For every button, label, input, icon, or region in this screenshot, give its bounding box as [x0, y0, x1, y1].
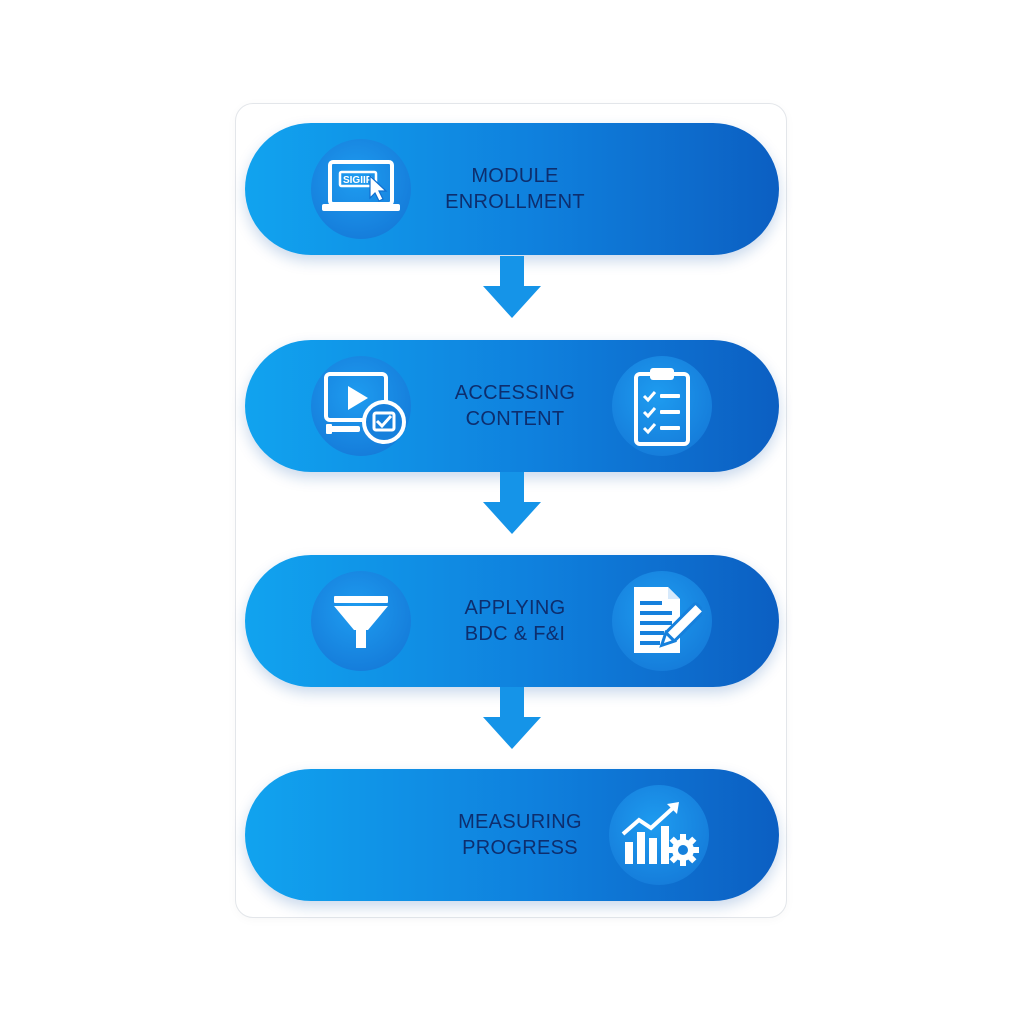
step-label-line2: BDC & F&I	[464, 623, 566, 645]
down-arrow-icon	[483, 256, 541, 318]
step-label-line2: ENROLLMENT	[445, 191, 585, 213]
step-label-line1: MEASURING	[458, 811, 582, 833]
funnel-icon	[311, 571, 411, 671]
screen-text: SIGIIR	[343, 175, 374, 186]
video-play-check-icon	[311, 356, 411, 456]
step-measuring-progress: MEASURING PROGRESS	[245, 769, 779, 901]
step-module-enrollment: SIGIIR MODULE ENROLLMENT	[245, 123, 779, 255]
down-arrow-icon	[483, 472, 541, 534]
step-label-line2: PROGRESS	[462, 837, 578, 859]
step-label-line1: MODULE	[471, 165, 559, 187]
laptop-signup-icon: SIGIIR	[311, 139, 411, 239]
step-label-line2: CONTENT	[465, 408, 565, 430]
step-label-line1: ACCESSING	[454, 382, 576, 404]
step-applying-bdc-fi: APPLYING BDC & F&I	[245, 555, 779, 687]
step-label: APPLYING BDC & F&I	[415, 555, 615, 687]
step-accessing-content: ACCESSING CONTENT	[245, 340, 779, 472]
step-label: MODULE ENROLLMENT	[415, 123, 615, 255]
chart-gear-icon	[609, 785, 709, 885]
step-label: MEASURING PROGRESS	[405, 769, 635, 901]
document-pencil-icon	[612, 571, 712, 671]
clipboard-checklist-icon	[612, 356, 712, 456]
step-label: ACCESSING CONTENT	[415, 340, 615, 472]
down-arrow-icon	[483, 687, 541, 749]
step-label-line1: APPLYING	[464, 597, 566, 619]
